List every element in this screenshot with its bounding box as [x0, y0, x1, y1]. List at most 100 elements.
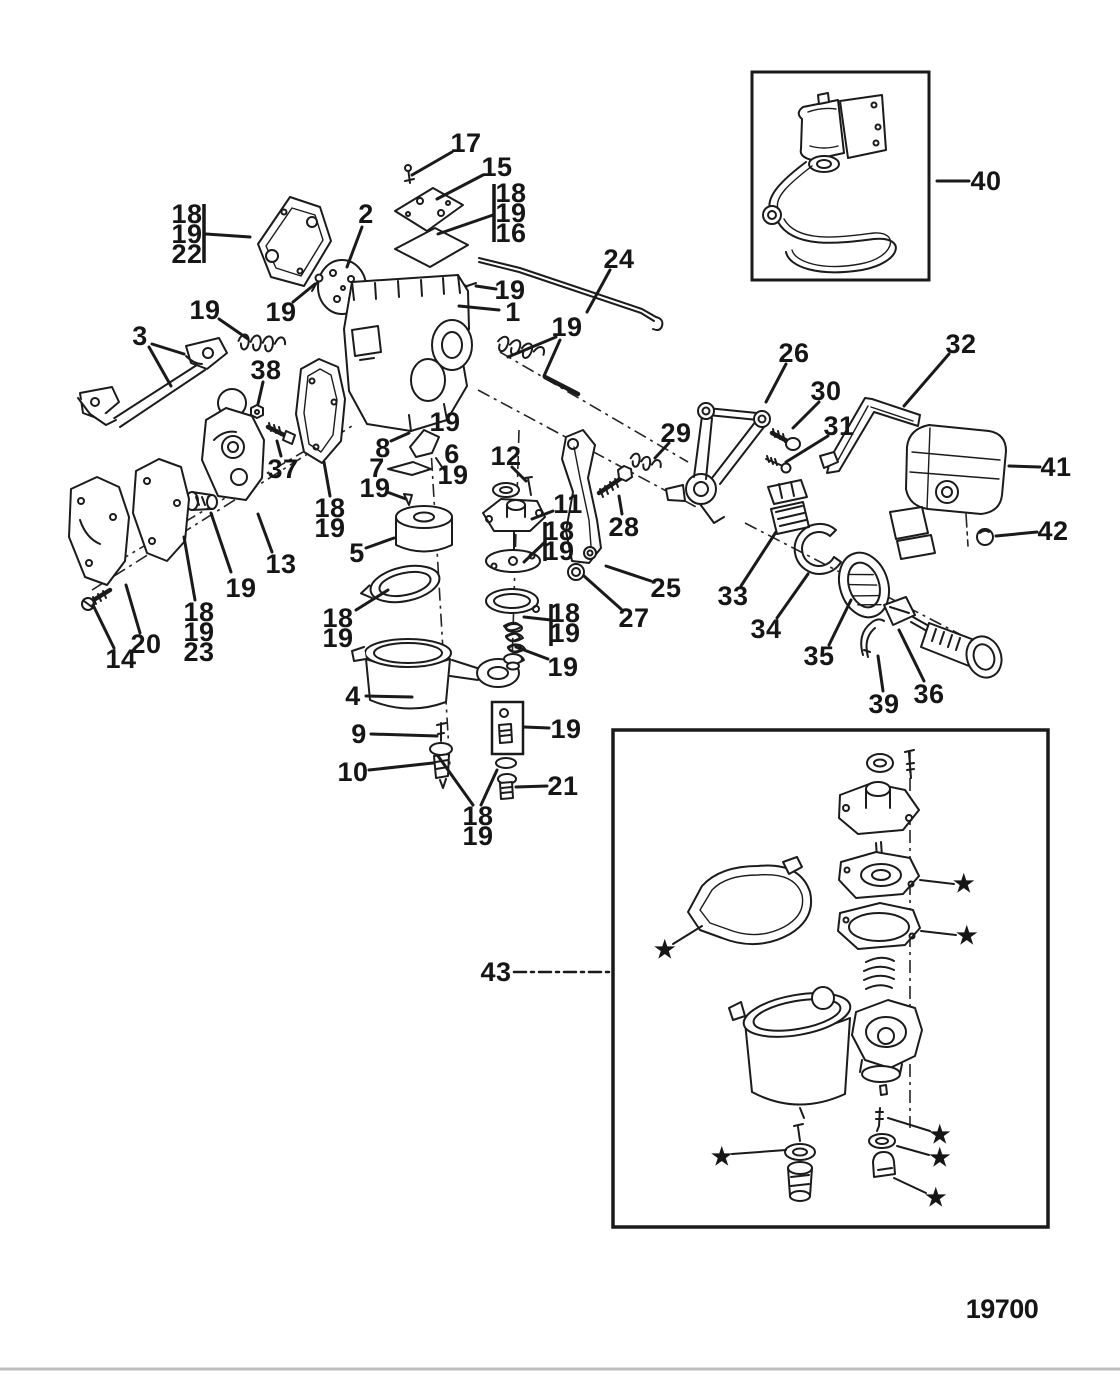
c-ring-drawing: [793, 522, 842, 575]
callout-33: 33: [717, 581, 748, 611]
leader-line: [896, 1145, 930, 1156]
needle-seat-drawing: [429, 722, 517, 800]
leader-line: [897, 628, 926, 683]
callout-17: 17: [450, 128, 481, 158]
callout-37: 37: [267, 454, 298, 484]
callout-19: 19: [551, 312, 582, 342]
callout-31: 31: [823, 411, 854, 441]
leader-line: [457, 304, 501, 312]
solenoid-drawing: [889, 424, 1007, 560]
figure-number: 19700: [966, 1294, 1039, 1324]
callout-19: 19: [429, 407, 460, 437]
callout-36: 36: [913, 679, 944, 709]
leader-line: [764, 362, 788, 404]
bracket-drawing: [665, 402, 771, 524]
callout-27: 27: [618, 603, 649, 633]
callout-6: 6: [444, 439, 460, 469]
callout-43: 43: [480, 957, 511, 987]
fuel-pump-body-drawing: [201, 388, 265, 501]
callout-19: 19: [265, 297, 296, 327]
callout-30: 30: [810, 376, 841, 406]
leader-line: [791, 400, 821, 430]
leader-line: [217, 317, 250, 341]
inset-43-artwork: [687, 749, 923, 1202]
coil-spring-left-icon: [237, 333, 287, 353]
callout-32: 32: [945, 329, 976, 359]
leader-line: [522, 725, 551, 730]
callout-4: 4: [345, 681, 361, 711]
star-marker: ★: [929, 1145, 951, 1172]
leader-line: [209, 511, 233, 574]
leader-line: [150, 342, 186, 356]
leader-line: [672, 925, 703, 945]
diagram-artwork: [0, 92, 1120, 1371]
callout-12: 12: [490, 441, 521, 471]
leader-line: [994, 530, 1039, 538]
cam-link-drawing: [561, 429, 602, 564]
leader-line: [322, 460, 332, 498]
star-marker: ★: [711, 1144, 733, 1171]
callout-19: 19: [189, 295, 220, 325]
leader-line: [435, 173, 485, 201]
inset-43: [611, 728, 1050, 1229]
callout-19: 19: [494, 275, 525, 305]
leader-line: [436, 754, 475, 807]
leader-line: [345, 225, 364, 269]
float-hinge-drawing: [387, 429, 445, 506]
leader-line: [124, 583, 142, 635]
bracket-bolt-icon: [769, 428, 801, 451]
leader-line: [256, 512, 274, 554]
callout-15: 15: [481, 152, 512, 182]
leader-line: [256, 380, 265, 406]
inset-40: [750, 70, 931, 282]
callout-14: 14: [105, 644, 136, 674]
bracket-screw-icon: [765, 455, 792, 474]
callout-19: 19: [547, 652, 578, 682]
leader-line: [354, 588, 390, 612]
leader-line: [147, 345, 173, 388]
leader-line: [436, 213, 495, 236]
top-plate-drawing: [394, 187, 464, 232]
leader-line: [887, 1117, 931, 1132]
callout-19: 19: [437, 460, 468, 490]
leader-line: [275, 439, 283, 458]
leader-line: [604, 564, 653, 583]
callout-39: 39: [868, 689, 899, 719]
callout-8: 8: [375, 433, 391, 463]
leader-line: [582, 574, 623, 611]
leader-line: [410, 150, 454, 177]
callout-5: 5: [349, 538, 365, 568]
leader-line: [784, 434, 830, 464]
callout-42: 42: [1037, 516, 1068, 546]
callout-19: 19: [225, 573, 256, 603]
float-bowl-drawing: [351, 623, 525, 710]
callout-40: 40: [970, 166, 1001, 196]
callout-1: 1: [505, 297, 521, 327]
leader-line: [514, 784, 549, 789]
leader-line: [653, 441, 671, 460]
callout-11: 11: [553, 489, 583, 519]
leader-line: [291, 282, 317, 304]
cover-bolt-icon: [81, 587, 113, 611]
star-marker: ★: [654, 937, 676, 964]
leader-line: [893, 1177, 927, 1194]
leader-line: [902, 352, 951, 408]
callout-38: 38: [250, 355, 281, 385]
star-marker: ★: [956, 923, 978, 950]
callout-26: 26: [778, 338, 809, 368]
callout-24: 24: [603, 244, 634, 274]
callout-13: 13: [265, 549, 296, 579]
inset-40-artwork: [762, 92, 897, 274]
leader-line: [91, 603, 116, 650]
callout-34: 34: [750, 614, 781, 644]
carburetor-body-drawing: [343, 274, 473, 432]
pump-diaphragm-drawing: [132, 458, 190, 562]
leader-line: [1007, 464, 1042, 469]
callout-7: 7: [369, 453, 385, 483]
